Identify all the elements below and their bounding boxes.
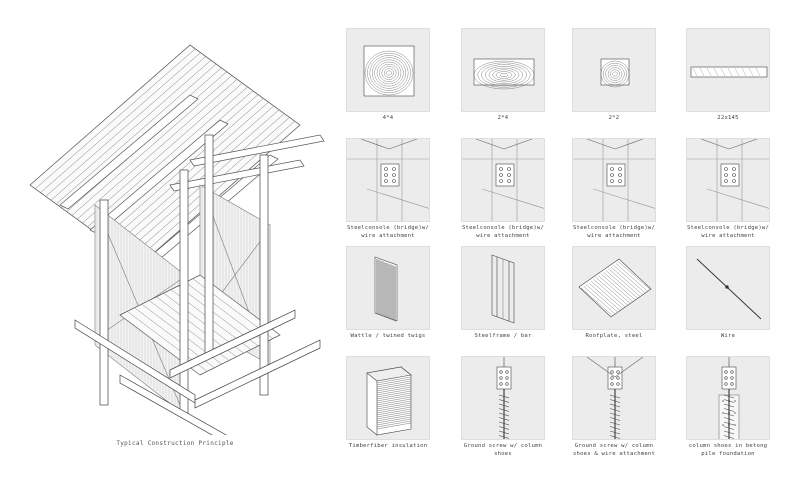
component-label: Steelconsole (bridge)w/ wire attachment (686, 225, 770, 239)
component-tile: Steelconsole (bridge)w/ wire attachment (346, 138, 430, 240)
component-thumbnail (461, 138, 545, 222)
component-thumbnail (346, 356, 430, 440)
steel-console-icon (347, 139, 429, 221)
component-label: 4*4 (382, 115, 394, 121)
steel-console-icon (462, 139, 544, 221)
component-label: Steelconsole (bridge)w/ wire attachment (461, 225, 545, 239)
component-thumbnail (572, 246, 656, 330)
component-label: 2*2 (608, 115, 620, 121)
component-thumbnail (461, 28, 545, 112)
component-thumbnail (686, 246, 770, 330)
component-tile: Timberfiber insulation (346, 356, 430, 451)
component-thumbnail (572, 356, 656, 440)
timber-section-2x4-icon (473, 58, 535, 90)
component-tile: 2*2 (572, 28, 656, 123)
component-tile: 22x145 (686, 28, 770, 123)
component-tile: Wire (686, 246, 770, 341)
component-tile: Steelconsole (bridge)w/ wire attachment (572, 138, 656, 240)
roof-purlins (59, 94, 325, 270)
steel-console-icon (687, 139, 769, 221)
component-label: Ground screw w/ column shoes & wire atta… (572, 443, 656, 457)
component-tile: 4*4 (346, 28, 430, 123)
component-tile: Steelframe / bar (461, 246, 545, 341)
roofplate-icon (578, 258, 652, 318)
component-tile: Ground screw w/ column shoes (461, 356, 545, 458)
component-tile: 2*4 (461, 28, 545, 123)
component-label: Steelframe / bar (474, 333, 532, 339)
component-label: Roofplate, steel (585, 333, 643, 339)
ground-screw-wire-icon (586, 357, 644, 439)
component-thumbnail (572, 138, 656, 222)
component-label: Timberfiber insulation (348, 443, 428, 449)
component-thumbnail (686, 356, 770, 440)
component-thumbnail (461, 356, 545, 440)
component-label: 2*4 (497, 115, 509, 121)
component-tile: Steelconsole (bridge)w/ wire attachment (461, 138, 545, 240)
steelframe-icon (491, 254, 515, 324)
steel-console-icon (573, 139, 655, 221)
component-tile: Wattle / twined twigs (346, 246, 430, 341)
component-label: Steelconsole (bridge)w/ wire attachment (346, 225, 430, 239)
component-thumbnail (572, 28, 656, 112)
component-tile: Steelconsole (bridge)w/ wire attachment (686, 138, 770, 240)
component-label: 22x145 (717, 115, 739, 121)
wire-icon (696, 258, 762, 320)
component-thumbnail (346, 138, 430, 222)
component-label: Ground screw w/ column shoes (463, 443, 543, 457)
main-drawing-caption: Typical Construction Principle (116, 440, 234, 447)
wattle-panel-icon (374, 256, 398, 322)
timber-board-22x145-icon (690, 66, 768, 78)
construction-axonometric-drawing (29, 44, 325, 435)
component-label: column shoes in betong pile foundation (688, 443, 768, 457)
pile-foundation-icon (718, 357, 740, 439)
component-thumbnail (346, 246, 430, 330)
component-tile: Ground screw w/ column shoes & wire atta… (572, 356, 656, 458)
component-label: Wattle / twined twigs (350, 333, 426, 339)
component-label: Steelconsole (bridge)w/ wire attachment (572, 225, 656, 239)
insulation-block-icon (366, 366, 412, 436)
ground-screw-icon (496, 357, 512, 439)
component-label: Wire (720, 333, 736, 339)
timber-section-4x4-icon (363, 45, 415, 97)
component-thumbnail (346, 28, 430, 112)
component-tile: Roofplate, steel (572, 246, 656, 341)
component-thumbnail (686, 138, 770, 222)
component-thumbnail (461, 246, 545, 330)
component-thumbnail (686, 28, 770, 112)
timber-section-2x2-icon (600, 58, 630, 88)
component-tile: column shoes in betong pile foundation (686, 356, 770, 458)
ground-beams (74, 309, 321, 435)
